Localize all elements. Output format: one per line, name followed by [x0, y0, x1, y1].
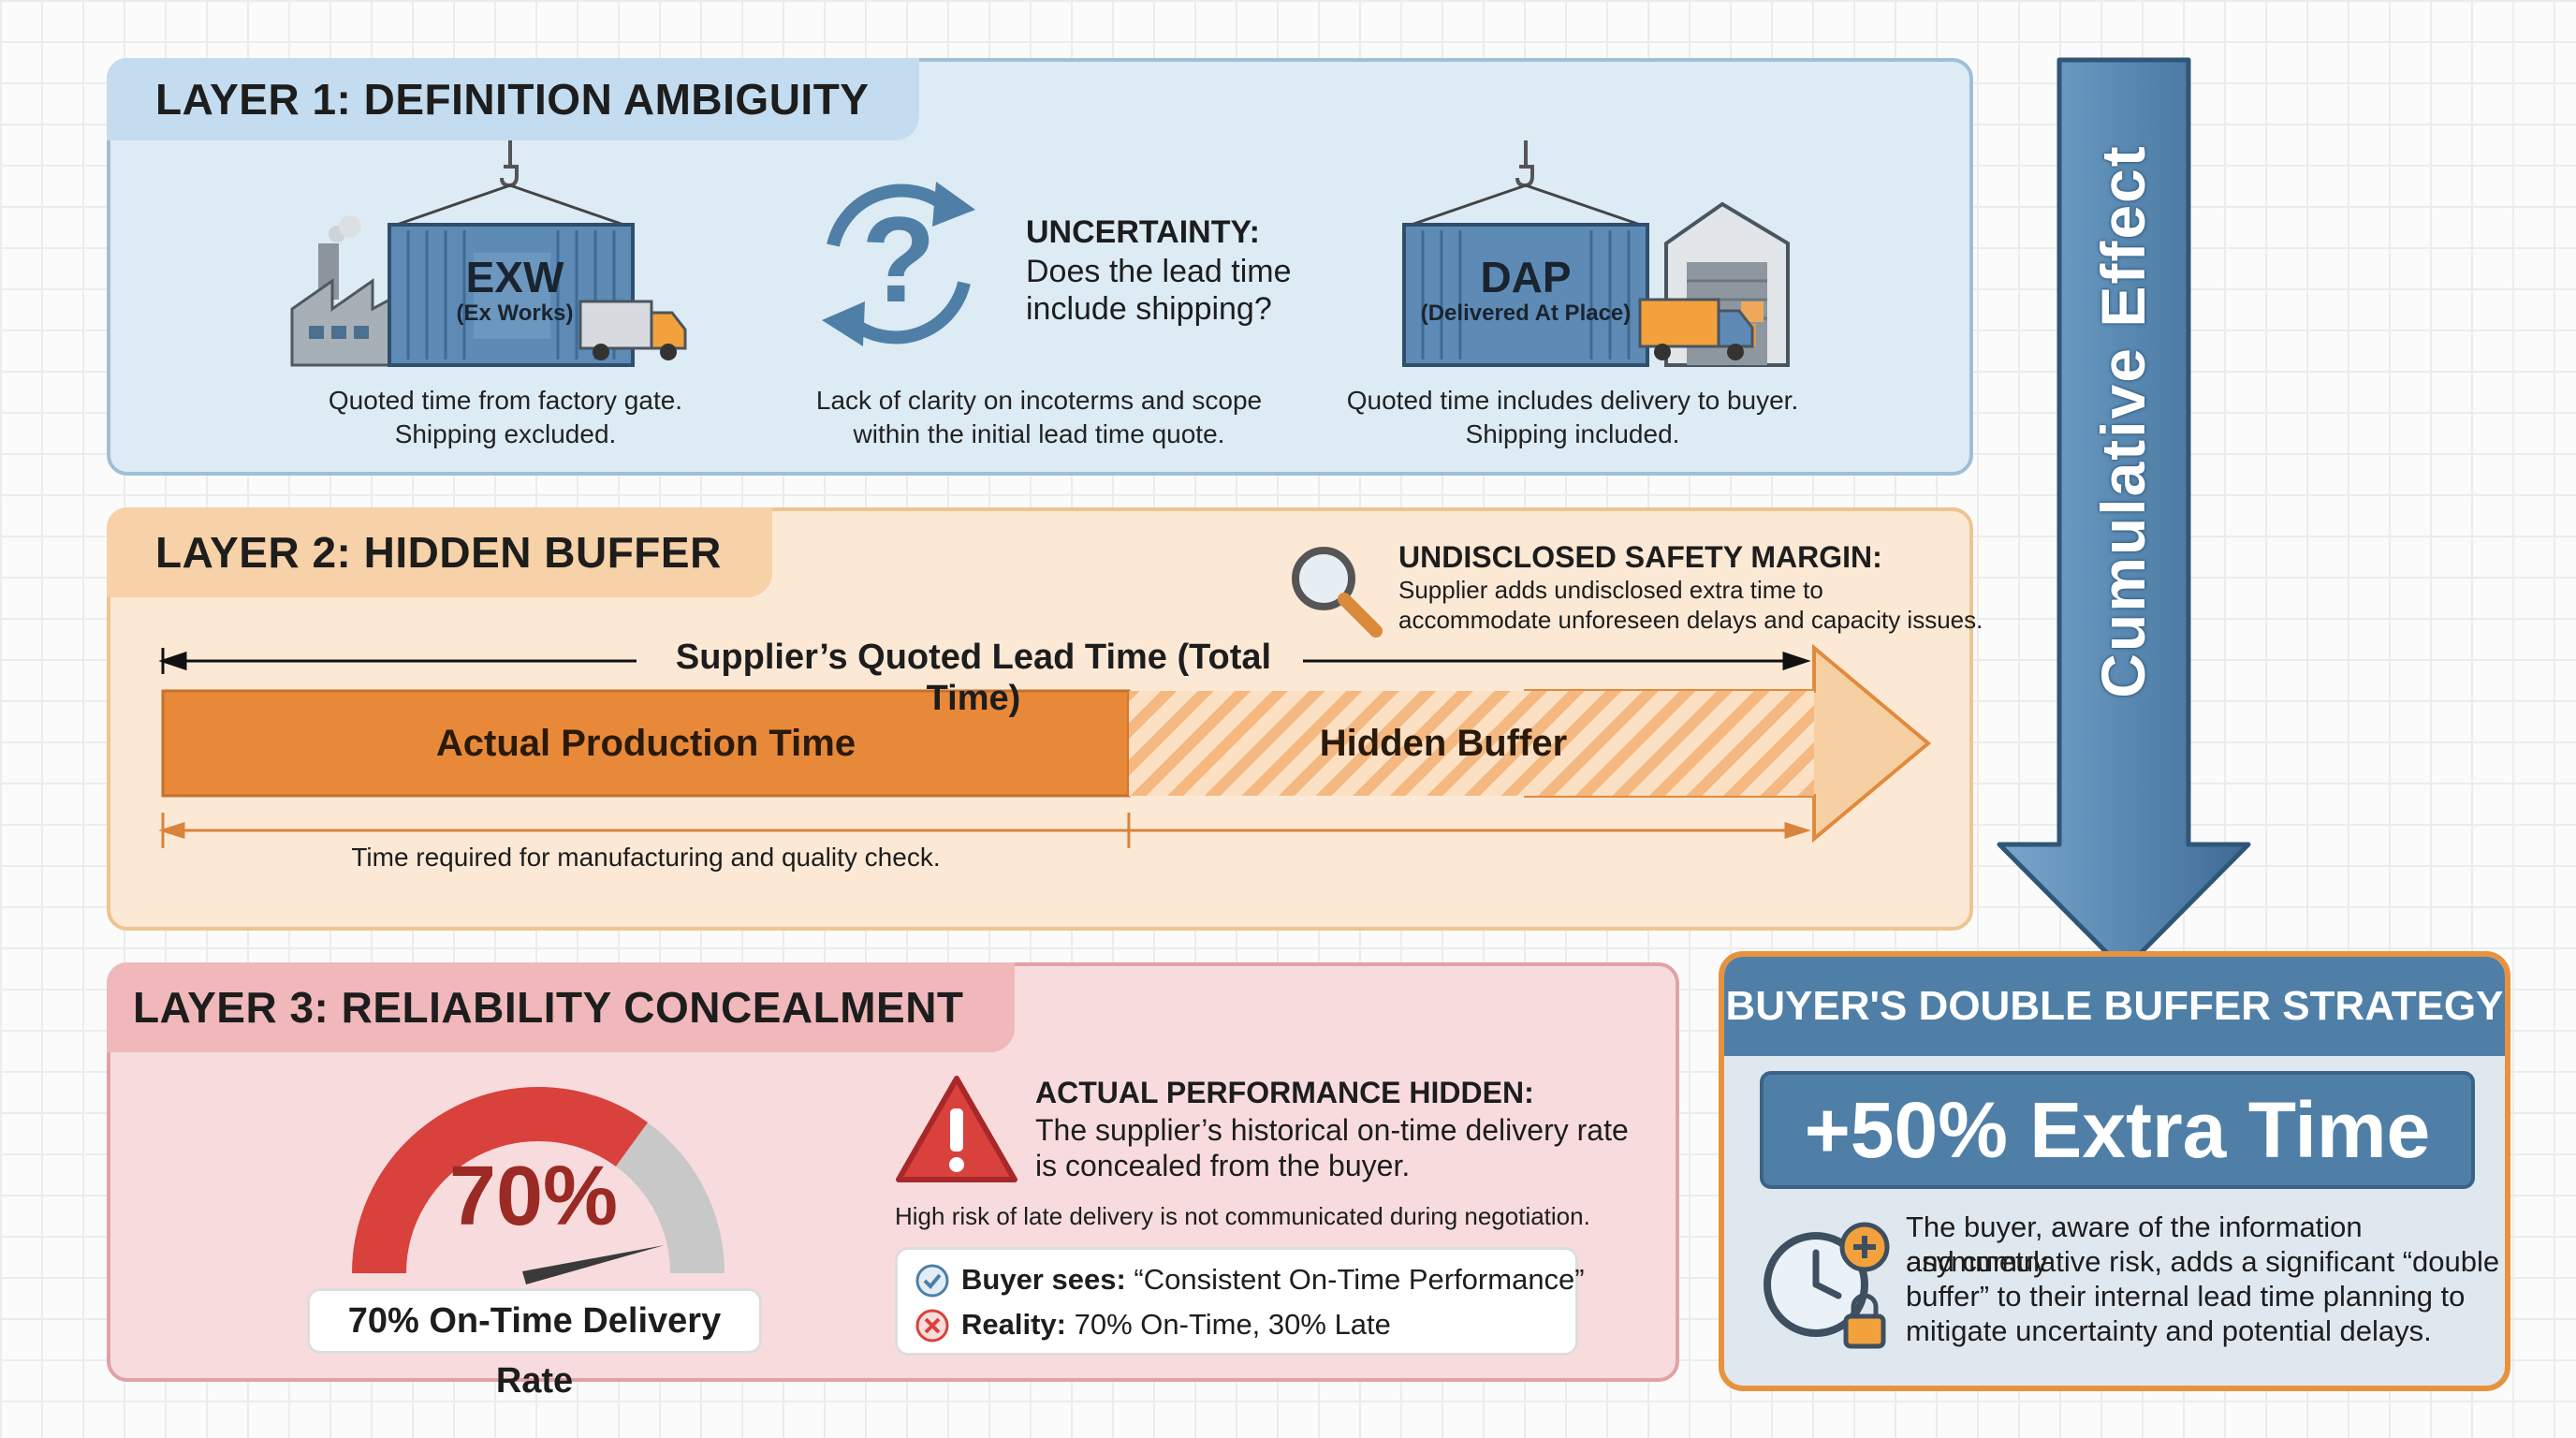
exw-illustration — [290, 140, 687, 367]
on-time-gauge — [352, 1087, 724, 1284]
dap-caption-2: Shipping included. — [1465, 419, 1680, 448]
production-bar — [161, 689, 1131, 798]
uncertainty-heading: UNCERTAINTY: — [1026, 214, 1260, 250]
exw-subtitle: (Ex Works) — [456, 301, 574, 326]
strategy-line-2: and cumulative risk, adds a significant … — [1906, 1245, 2500, 1278]
question-cycle-icon: ? — [822, 182, 975, 346]
clock-plus-lock-icon — [1764, 1222, 1890, 1349]
crane-hook-icon — [390, 140, 630, 228]
production-caption: Time required for manufacturing and qual… — [351, 843, 941, 872]
strategy-headline: +50% Extra Time — [1760, 1071, 2475, 1189]
risk-note: High risk of late delivery is not commun… — [895, 1202, 1590, 1230]
exw-caption-2: Shipping excluded. — [394, 419, 617, 448]
truck-icon — [1638, 298, 1754, 360]
lead-time-diagram — [158, 643, 1932, 848]
dap-code: DAP — [1480, 253, 1572, 301]
layer3-title: LAYER 3: RELIABILITY CONCEALMENT — [107, 962, 1015, 1052]
safety-margin-line-1: Supplier adds undisclosed extra time to — [1398, 576, 1823, 604]
production-label: Actual Production Time — [435, 723, 856, 764]
container-icon — [388, 223, 635, 367]
hidden-performance-heading: ACTUAL PERFORMANCE HIDDEN: — [1035, 1076, 1534, 1109]
factory-icon — [290, 215, 395, 367]
strategy-line-1: The buyer, aware of the information asym… — [1906, 1211, 2363, 1278]
buyer-sees-label: Buyer sees: — [961, 1263, 1126, 1296]
crane-hook-icon — [1405, 140, 1647, 228]
layer1-title: LAYER 1: DEFINITION AMBIGUITY — [107, 58, 920, 140]
strategy-title: BUYER'S DOUBLE BUFFER STRATEGY — [1724, 957, 2505, 1056]
gauge-fill — [352, 1087, 648, 1274]
double-buffer-strategy-box: BUYER'S DOUBLE BUFFER STRATEGY +50% Extr… — [1719, 951, 2510, 1391]
uncertainty-caption-2: within the initial lead time quote. — [853, 419, 1225, 448]
svg-text:?: ? — [861, 191, 935, 328]
strategy-line-3: buffer” to their internal lead time plan… — [1906, 1280, 2466, 1313]
exw-code: EXW — [465, 253, 564, 301]
gauge-needle — [522, 1245, 665, 1284]
quoted-lead-time-label: Supplier’s Quoted Lead Time (Total Time) — [675, 638, 1272, 718]
dap-caption-1: Quoted time includes delivery to buyer. — [1346, 386, 1799, 415]
production-dimension — [158, 813, 1811, 848]
gauge-value: 70% — [448, 1150, 619, 1243]
x-icon — [915, 1309, 949, 1343]
container-icon — [1402, 223, 1649, 367]
safety-margin-line-2: accommodate unforeseen delays and capaci… — [1398, 606, 1983, 634]
dap-illustration — [1402, 140, 1790, 367]
layer2-title: LAYER 2: HIDDEN BUFFER — [107, 507, 772, 597]
uncertainty-caption-1: Lack of clarity on incoterms and scope — [815, 386, 1263, 415]
magnifier-icon — [1292, 547, 1383, 638]
quoted-lead-time-dimension — [158, 648, 1811, 674]
gauge-label: 70% On-Time Delivery Rate — [307, 1288, 762, 1401]
comparison-box: Buyer sees: “Consistent On-Time Performa… — [895, 1247, 1585, 1356]
exw-caption-1: Quoted time from factory gate. — [328, 386, 683, 415]
dap-subtitle: (Delivered At Place) — [1420, 301, 1632, 326]
uncertainty-line-1: Does the lead time — [1026, 254, 1292, 289]
hidden-buffer-bar — [1128, 691, 1814, 796]
hidden-buffer-label: Hidden Buffer — [1319, 723, 1568, 764]
reality-text: 70% On-Time, 30% Late — [1074, 1308, 1391, 1341]
uncertainty-line-2: include shipping? — [1026, 291, 1272, 327]
cumulative-effect-label: Cumulative Effect — [2088, 144, 2158, 698]
hidden-performance-line-2: is concealed from the buyer. — [1035, 1149, 1411, 1182]
reality-label: Reality: — [961, 1308, 1066, 1341]
warning-icon — [896, 1076, 1017, 1182]
buyer-sees-text: “Consistent On-Time Performance” — [1134, 1263, 1585, 1296]
safety-margin-heading: UNDISCLOSED SAFETY MARGIN: — [1398, 540, 1882, 574]
truck-icon — [578, 300, 687, 360]
cumulative-effect-arrow — [1997, 57, 2251, 973]
hidden-performance-line-1: The supplier’s historical on-time delive… — [1035, 1113, 1629, 1147]
strategy-line-4: mitigate uncertainty and potential delay… — [1906, 1314, 2432, 1347]
check-icon — [915, 1264, 949, 1298]
